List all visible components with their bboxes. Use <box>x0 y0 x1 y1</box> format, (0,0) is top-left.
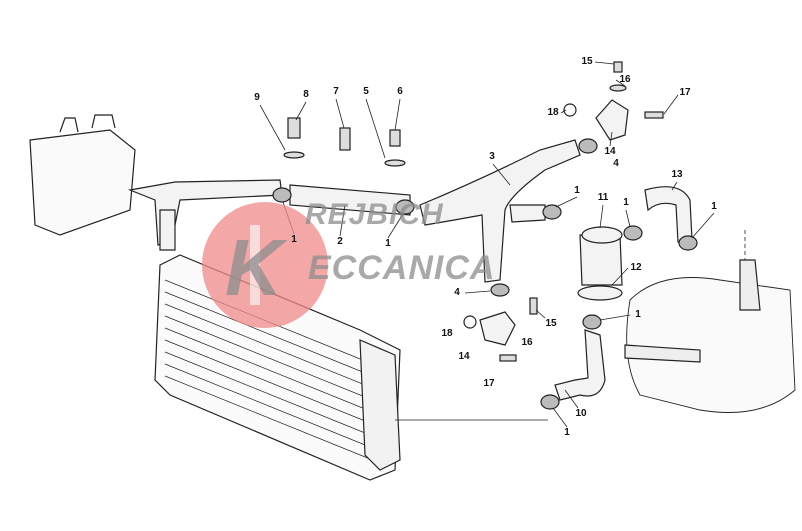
callout-17: 17 <box>679 87 691 98</box>
hose-13 <box>644 186 693 243</box>
elbow-14-top <box>595 99 629 141</box>
watermark-logo-letter: K <box>225 223 284 312</box>
callout-1: 1 <box>291 234 297 245</box>
callout-6: 6 <box>397 86 403 97</box>
callout-1: 1 <box>574 185 580 196</box>
callout-15: 15 <box>581 56 593 67</box>
hose-10 <box>554 329 606 401</box>
callout-8: 8 <box>303 89 309 100</box>
hose-y-3 <box>419 139 581 283</box>
callout-18: 18 <box>547 107 559 118</box>
callout-7: 7 <box>333 86 339 97</box>
watermark-line2: ECCANICA <box>308 249 496 287</box>
callout-14: 14 <box>458 351 470 362</box>
callout-13: 13 <box>671 169 683 180</box>
callout-4: 4 <box>454 287 460 298</box>
callout-18: 18 <box>441 328 453 339</box>
callout-9: 9 <box>254 92 260 103</box>
engine <box>626 277 796 413</box>
callout-1: 1 <box>623 197 629 208</box>
callout-3: 3 <box>489 151 495 162</box>
callout-2: 2 <box>337 236 343 247</box>
watermark-logo-circle <box>202 202 328 328</box>
expansion-tank <box>29 129 136 236</box>
callout-17: 17 <box>483 378 495 389</box>
callout-1: 1 <box>635 309 641 320</box>
watermark-line1: REJBICH <box>305 198 444 231</box>
callout-11: 11 <box>597 192 609 203</box>
callout-16: 16 <box>521 337 533 348</box>
callout-4: 4 <box>613 158 619 169</box>
elbow-14-bottom <box>479 311 516 346</box>
callout-15: 15 <box>545 318 557 329</box>
radiator <box>154 254 401 481</box>
callout-1: 1 <box>564 427 570 438</box>
callout-1: 1 <box>711 201 717 212</box>
seal-12 <box>577 285 623 301</box>
callout-14: 14 <box>604 146 616 157</box>
callout-16: 16 <box>619 74 631 85</box>
callout-5: 5 <box>363 86 369 97</box>
callout-12: 12 <box>630 262 642 273</box>
callout-1: 1 <box>385 238 391 249</box>
hose-side <box>159 209 176 251</box>
callout-10: 10 <box>575 408 587 419</box>
